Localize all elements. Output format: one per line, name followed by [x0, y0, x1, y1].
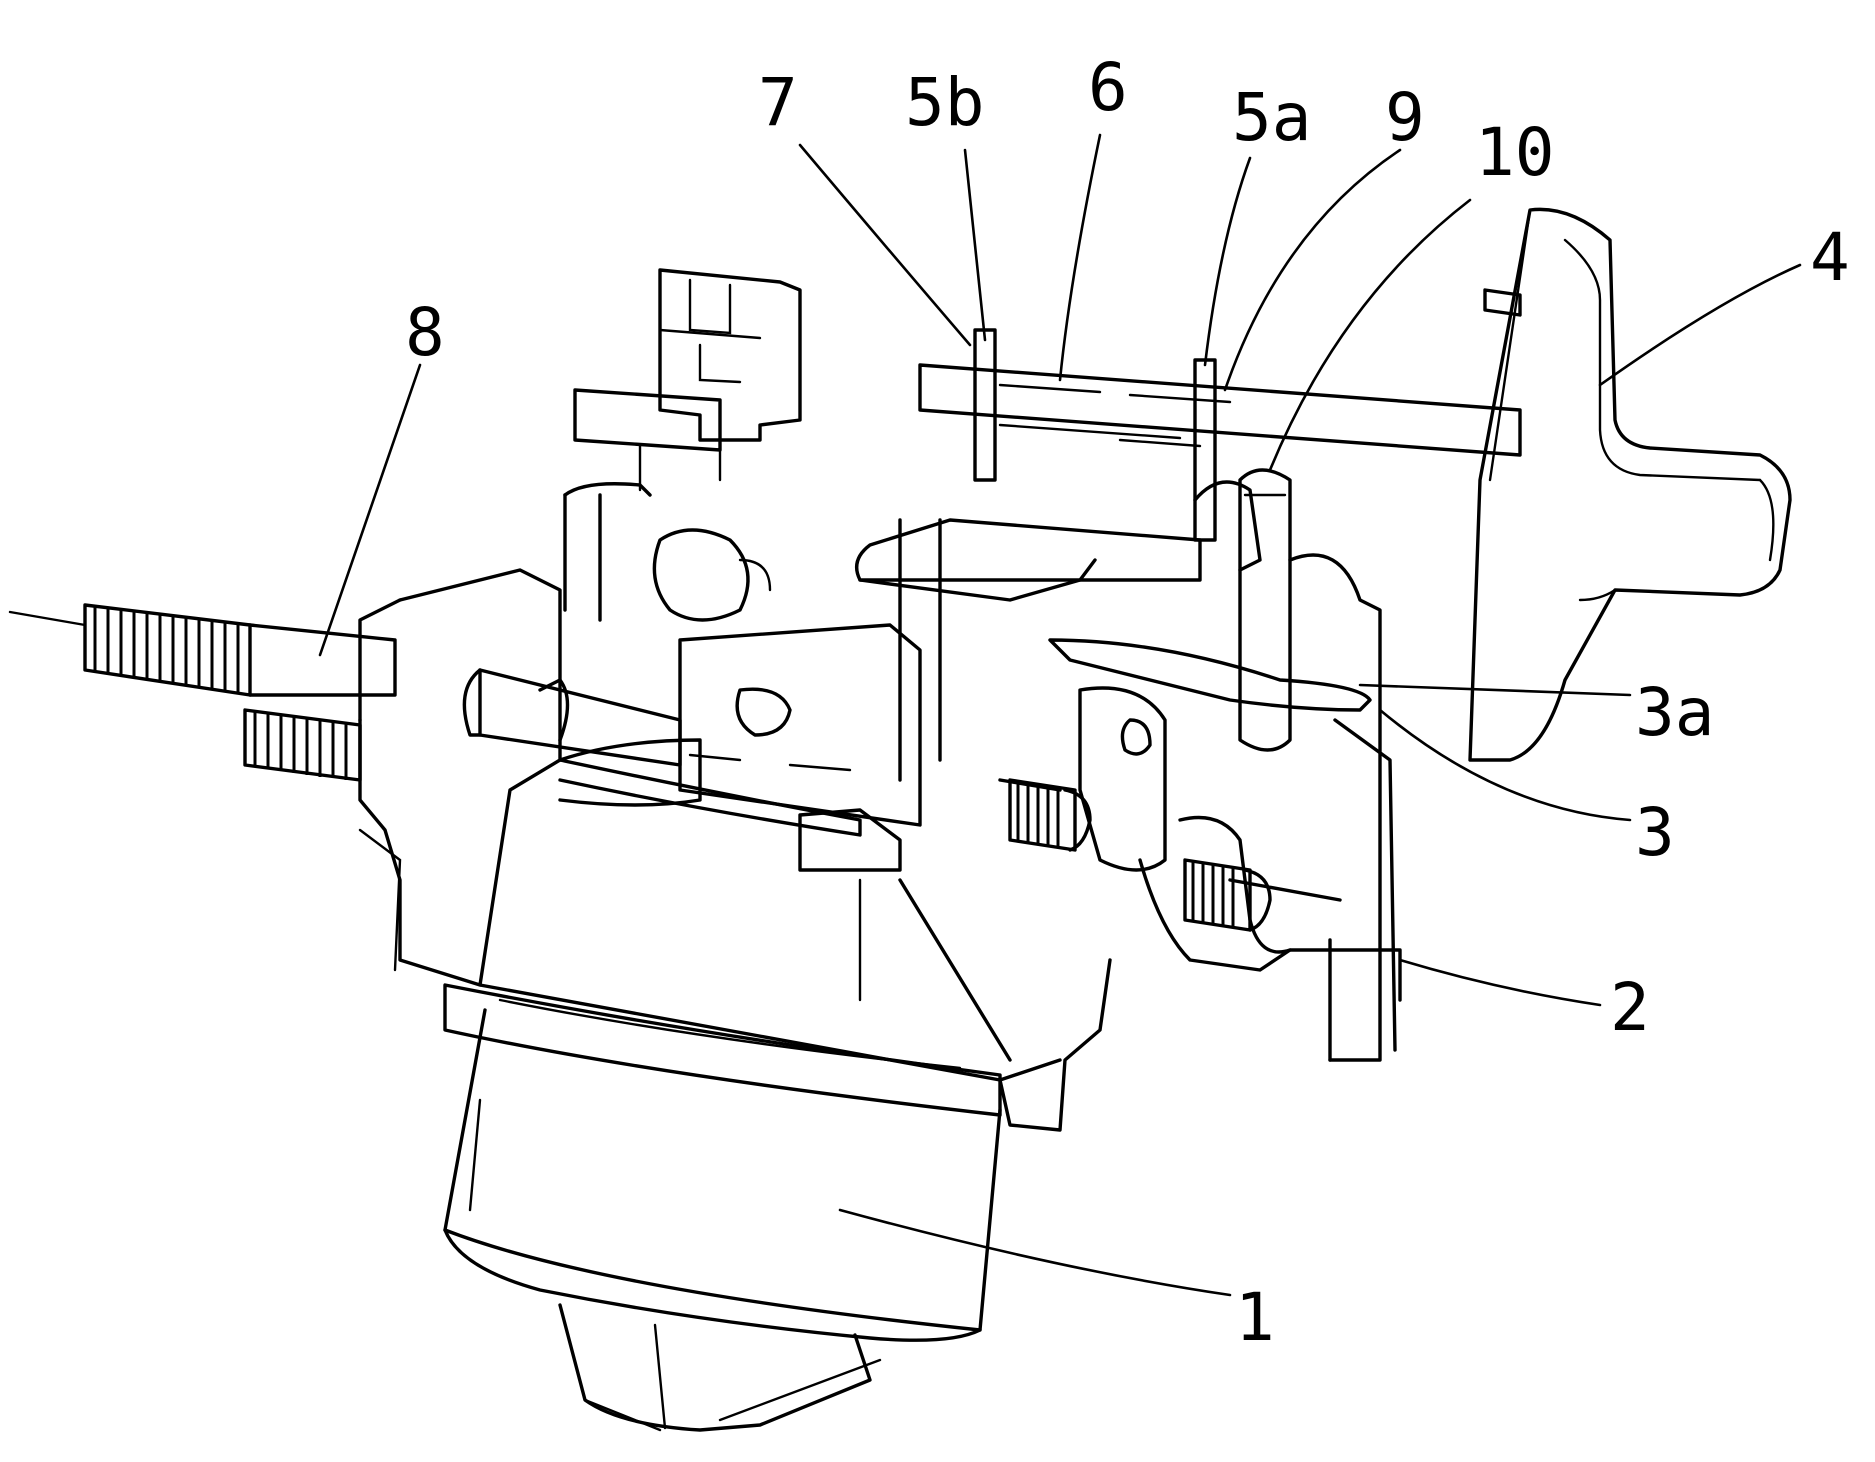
- leader-5b: [963, 148, 987, 342]
- throttle-lever: [998, 686, 1402, 1002]
- leader-9: [1223, 148, 1402, 392]
- label-8: 8: [405, 294, 445, 371]
- thread-left: [93, 605, 240, 694]
- leader-2: [1398, 958, 1602, 1007]
- label-5a: 5a: [1232, 79, 1311, 156]
- label-5b: 5b: [905, 64, 984, 141]
- leader-1: [838, 1208, 1232, 1297]
- choke-knob: [1468, 207, 1792, 762]
- float-bowl: [443, 983, 1002, 1432]
- label-4: 4: [1810, 219, 1850, 296]
- lever-bracket: [1048, 468, 1397, 1062]
- leader-5a: [1203, 156, 1252, 367]
- idle-screw: [1008, 778, 1092, 852]
- mixture-screw: [1183, 858, 1272, 932]
- leader-3a: [1358, 683, 1632, 697]
- label-9: 9: [1385, 79, 1425, 156]
- leader-7: [798, 143, 972, 347]
- choke-block: [573, 268, 802, 622]
- label-1: 1: [1235, 1279, 1275, 1356]
- choke-rod: [855, 328, 1522, 782]
- threaded-shaft: [8, 603, 397, 782]
- leader-lines: [318, 133, 1802, 1297]
- thread-lower: [253, 712, 348, 780]
- leader-4: [1598, 263, 1802, 387]
- label-2: 2: [1610, 969, 1650, 1046]
- label-7: 7: [758, 64, 798, 141]
- label-3: 3: [1635, 794, 1675, 871]
- label-10: 10: [1475, 114, 1554, 191]
- carburetor-housing: [358, 482, 1112, 1132]
- reference-numerals: 8 7 5b 6 5a 9 10 4 3a 3 2 1: [405, 49, 1850, 1356]
- throttle-shaft: [462, 623, 922, 872]
- label-6: 6: [1088, 49, 1128, 126]
- leader-10: [1268, 198, 1472, 472]
- leader-8: [318, 363, 422, 657]
- label-3a: 3a: [1635, 674, 1714, 751]
- leader-3: [1378, 708, 1632, 822]
- leader-6: [1058, 133, 1102, 382]
